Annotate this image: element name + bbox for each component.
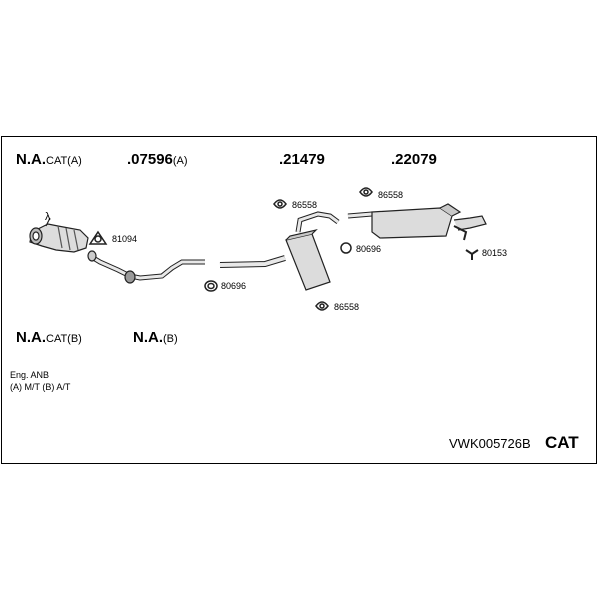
bracket-rear-part xyxy=(465,249,479,260)
hanger-top-left-part xyxy=(273,199,287,209)
lambda-symbol: λ xyxy=(45,211,51,223)
front-pipe xyxy=(87,250,205,284)
part-bracket-rear: 80153 xyxy=(482,248,508,258)
b-prefix: N.A. xyxy=(133,329,163,346)
cat-a-suffix: CAT(A) xyxy=(46,155,82,167)
part-gasket: 81094 xyxy=(112,234,138,244)
clamp-front-part xyxy=(204,280,218,292)
middle-silencer xyxy=(219,211,340,291)
label-b: N.A.(B) xyxy=(133,330,178,345)
category-badge: CAT xyxy=(545,433,579,452)
cat-b-prefix: N.A. xyxy=(16,329,46,346)
part-hanger-top-right: 86558 xyxy=(378,190,404,200)
gasket-part xyxy=(88,230,108,245)
engine-note: Eng. ANB xyxy=(10,370,50,380)
front-suffix: (A) xyxy=(172,155,188,167)
part-clamp-front: 80696 xyxy=(221,281,247,291)
cat-a-prefix: N.A. xyxy=(16,151,46,168)
label-mid: .21479 xyxy=(279,151,325,168)
catalytic-converter xyxy=(29,217,89,253)
cat-b-suffix: CAT(B) xyxy=(46,333,82,345)
ring-mid-part xyxy=(340,242,352,254)
hanger-bottom-part xyxy=(315,301,329,311)
product-code: VWK005726B xyxy=(449,436,531,451)
part-ring-mid: 80696 xyxy=(356,244,382,254)
part-hanger-top-left: 86558 xyxy=(292,200,318,210)
label-cat-a: N.A.CAT(A) xyxy=(16,152,82,167)
front-num: .07596 xyxy=(127,151,173,168)
label-cat-b: N.A.CAT(B) xyxy=(16,330,82,345)
transmission-note: (A) M/T (B) A/T xyxy=(10,382,71,392)
label-front: .07596(A) xyxy=(127,152,188,167)
rear-silencer xyxy=(347,203,487,241)
label-rear: .22079 xyxy=(391,151,437,168)
b-suffix: (B) xyxy=(163,333,178,345)
part-hanger-bottom: 86558 xyxy=(334,302,360,312)
hanger-top-right-part xyxy=(359,187,373,197)
diagram-frame xyxy=(1,136,597,464)
